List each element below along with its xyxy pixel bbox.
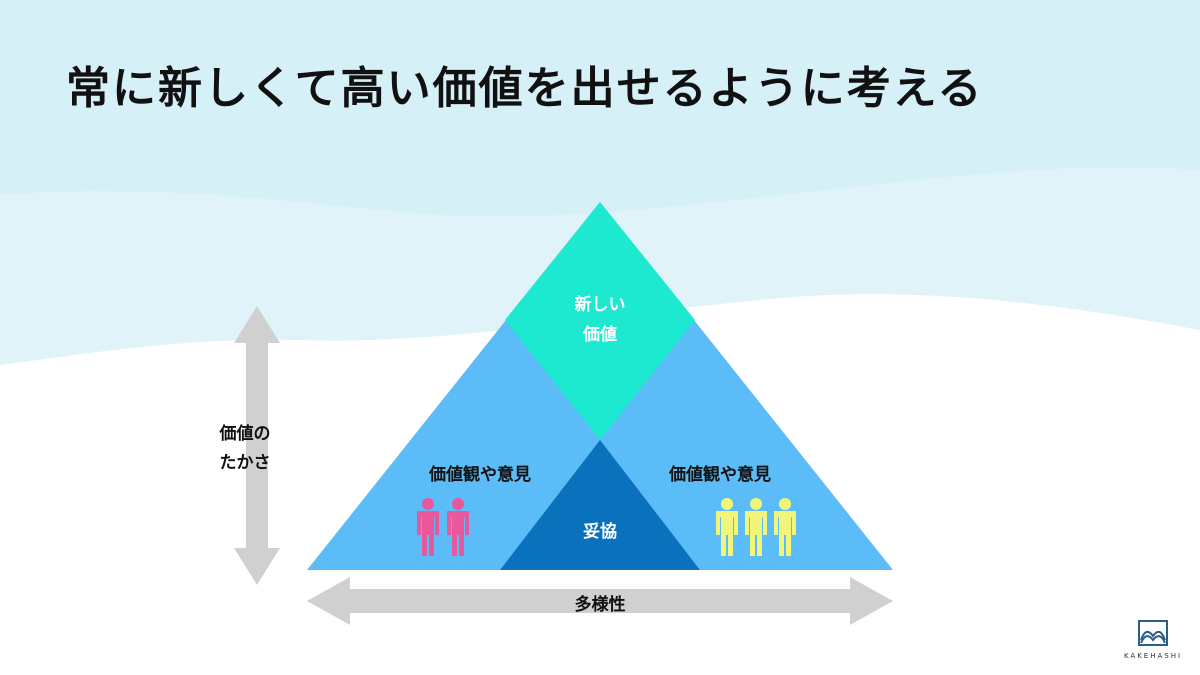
- right-people-group: [716, 498, 796, 556]
- person-icon: [745, 498, 767, 556]
- logo-icon: [1138, 620, 1168, 646]
- left-values-label: 価値観や意見: [429, 465, 531, 485]
- logo-text: KAKEHASHI: [1123, 652, 1183, 660]
- new-value-diamond: [505, 202, 695, 440]
- right-values-label: 価値観や意見: [669, 465, 771, 485]
- person-icon: [774, 498, 796, 556]
- left-people-group: [417, 498, 469, 556]
- page-title: 常に新しくて高い価値を出せるように考える: [66, 63, 984, 114]
- diversity-arrow: [307, 577, 893, 625]
- value-height-arrow: [234, 306, 280, 585]
- person-icon: [447, 498, 469, 556]
- person-icon: [716, 498, 738, 556]
- kakehashi-logo: KAKEHASHI: [1122, 620, 1184, 660]
- value-height-label: 価値の たかさ: [219, 424, 271, 473]
- compromise-label: 妥協: [583, 522, 617, 542]
- person-icon: [417, 498, 439, 556]
- compromise-triangle: [500, 440, 700, 570]
- diversity-label: 多様性: [574, 595, 626, 615]
- new-value-label: 新しい 価値: [574, 295, 626, 345]
